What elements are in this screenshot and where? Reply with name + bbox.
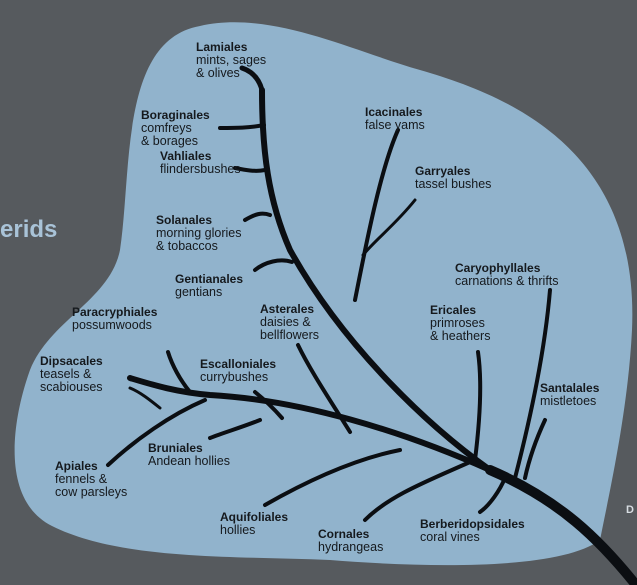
order-name: Solanales (156, 213, 213, 227)
order-common-name: daisies & bellflowers (260, 315, 320, 342)
branch-santalales (523, 418, 547, 480)
branch-berberidopsidales (478, 476, 507, 514)
branch-garryales-split (361, 198, 417, 257)
order-common-name: currybushes (200, 370, 269, 384)
order-name: Vahliales (160, 149, 212, 163)
branch-asterales (296, 343, 352, 434)
corner-fragment: D (626, 504, 634, 516)
order-common-name: possumwoods (72, 318, 152, 332)
branch-boraginales (218, 123, 266, 130)
trunk (485, 465, 637, 585)
order-common-name: false yams (365, 118, 425, 132)
order-name: Aquifoliales (220, 510, 289, 524)
order-name: Ericales (430, 303, 477, 317)
order-common-name: mints, sages & olives (196, 53, 267, 80)
order-name: Boraginales (141, 108, 210, 122)
branch-paracryphiales (166, 350, 192, 394)
order-common-name: tassel bushes (415, 177, 492, 191)
branch-dipsacales-split (128, 386, 162, 410)
order-name: Berberidopsidales (420, 517, 525, 531)
branch-vahliales (233, 166, 267, 173)
order-common-name: hydrangeas (318, 540, 384, 554)
order-name: Apiales (55, 459, 98, 473)
order-name: Cornales (318, 527, 370, 541)
branch-cornales (363, 460, 472, 522)
order-common-name: morning glories & tobaccos (156, 226, 242, 253)
order-common-name: Andean hollies (148, 454, 231, 468)
order-common-name: fennels & cow parsleys (55, 472, 128, 499)
branch-escalloniales (253, 390, 284, 420)
order-name: Santalales (540, 381, 600, 395)
tree-branches (106, 65, 637, 585)
order-common-name: carnations & thrifts (455, 274, 559, 288)
branch-aquifoliales (263, 448, 402, 507)
order-common-name: teasels & scabiouses (40, 367, 103, 394)
order-name: Escalloniales (200, 357, 277, 371)
order-common-name: flindersbushes (160, 162, 241, 176)
order-common-name: coral vines (420, 530, 480, 544)
order-common-name: primroses & heathers (430, 316, 491, 343)
branch-icacinales (353, 128, 400, 302)
asterid-main-branch (259, 87, 493, 473)
branch-caryophyllales (513, 288, 552, 480)
branch-bruniales (208, 418, 262, 440)
branch-lamiales (239, 65, 265, 93)
lower-branch (127, 375, 493, 473)
order-common-name: comfreys & borages (141, 121, 198, 148)
order-name: Paracryphiales (72, 305, 158, 319)
order-name: Gentianales (175, 272, 244, 286)
order-name: Lamiales (196, 40, 248, 54)
branch-apiales (106, 398, 207, 467)
order-name: Bruniales (148, 441, 203, 455)
branch-gentianales (253, 258, 294, 272)
order-name: Dipsacales (40, 354, 103, 368)
branch-ericales (473, 350, 483, 462)
order-common-name: hollies (220, 523, 256, 537)
order-name: Caryophyllales (455, 261, 541, 275)
section-label-asterids: erids (0, 216, 58, 243)
order-name: Icacinales (365, 105, 423, 119)
order-name: Garryales (415, 164, 471, 178)
order-common-name: mistletoes (540, 394, 597, 408)
order-name: Asterales (260, 302, 315, 316)
order-common-name: gentians (175, 285, 223, 299)
branch-solanales (243, 211, 272, 222)
